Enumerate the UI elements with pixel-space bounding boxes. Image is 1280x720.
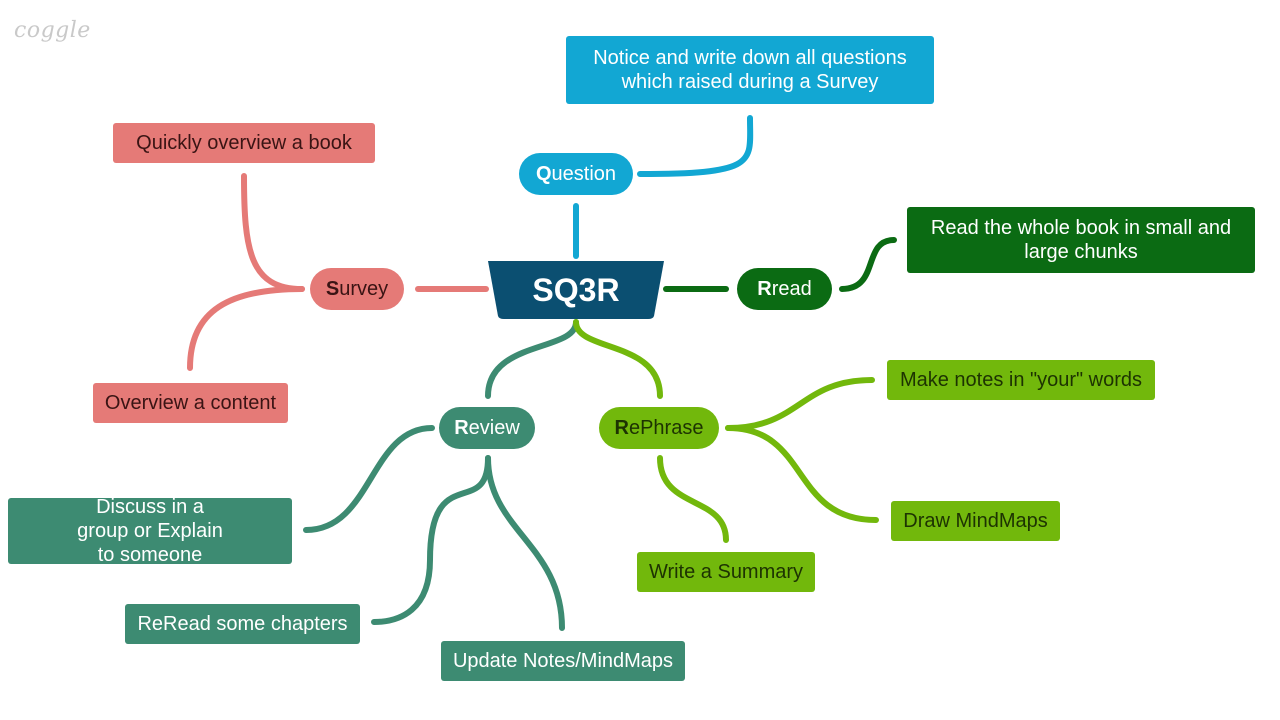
branch-survey-rest: urvey — [339, 278, 389, 300]
rephrase-note-1[interactable]: Make notes in "your" words — [887, 360, 1155, 400]
branch-question-initial: Q — [535, 163, 552, 185]
connector-root-rephrase — [573, 319, 663, 399]
coggle-logo: coggle — [14, 18, 91, 43]
connector-review-note-3 — [485, 455, 565, 631]
rephrase-note-2[interactable]: Draw MindMaps — [891, 501, 1060, 541]
connector-rephrase-note-2 — [725, 425, 879, 523]
connector-read-note — [839, 237, 897, 292]
branch-review-initial: R — [454, 417, 469, 439]
branch-question-rest: uestion — [551, 163, 617, 185]
review-note-3[interactable]: Update Notes/MindMaps — [441, 641, 685, 681]
root-shape — [488, 261, 664, 319]
branch-survey-initial: S — [325, 278, 340, 300]
review-note-2[interactable]: ReRead some chapters — [125, 604, 360, 644]
rephrase-note-3[interactable]: Write a Summary — [637, 552, 815, 592]
read-note[interactable]: Read the whole book in small and large c… — [907, 207, 1255, 273]
survey-note-1[interactable]: Quickly overview a book — [113, 123, 375, 163]
root-label: SQ3R — [532, 271, 620, 308]
connector-review-note-2 — [371, 455, 491, 625]
branch-read-initial: R — [757, 278, 772, 300]
connector-question-note — [637, 115, 754, 177]
review-note-1[interactable]: Discuss in a group or Explain to someone — [8, 496, 292, 566]
connector-rephrase-note-3 — [657, 455, 729, 543]
connector-survey-note-1 — [241, 173, 305, 292]
connector-root-review — [485, 319, 579, 399]
connector-review-note-1 — [303, 425, 435, 533]
branch-read-rest: read — [771, 278, 812, 300]
branch-rephrase-initial: R — [614, 417, 629, 439]
question-note[interactable]: Notice and write down all questions whic… — [566, 36, 934, 104]
connector-rephrase-note-1 — [725, 377, 875, 431]
branch-review-rest: eview — [468, 417, 520, 439]
connector-survey-note-2 — [187, 286, 305, 371]
branch-rephrase-rest: ePhrase — [628, 417, 704, 439]
root-node[interactable]: SQ3R — [488, 261, 664, 319]
survey-note-2[interactable]: Overview a content — [93, 383, 288, 423]
